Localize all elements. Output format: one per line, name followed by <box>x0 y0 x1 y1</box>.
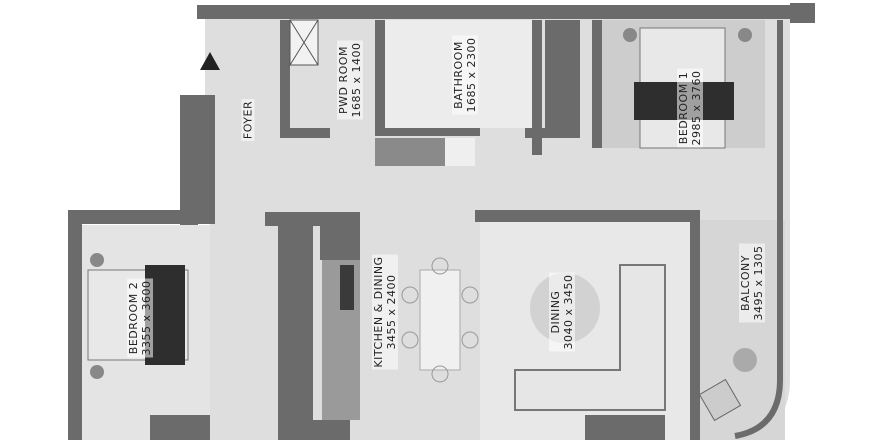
room-size: 1685 x 1400 <box>350 42 363 118</box>
room-size: 2985 x 3760 <box>690 70 703 146</box>
entrance-arrow-icon <box>200 52 220 70</box>
room-size: 3355 x 3600 <box>140 280 153 356</box>
room-label-foyer: FOYER <box>241 98 255 142</box>
room-size: 3040 x 3450 <box>562 274 575 350</box>
lamp-icon <box>90 365 104 379</box>
walls <box>68 3 815 440</box>
cooktop <box>340 265 354 310</box>
room-size: 3455 x 2400 <box>385 274 398 350</box>
balcony-table <box>733 348 757 372</box>
room-name: BEDROOM 1 <box>677 71 690 145</box>
room-name: PWD ROOM <box>337 46 350 114</box>
dining-table <box>419 269 461 371</box>
room-size: 3495 x 1305 <box>752 245 765 321</box>
room-size: 1685 x 2300 <box>465 37 478 113</box>
lamp-icon <box>623 28 637 42</box>
room-name: BEDROOM 2 <box>127 281 140 355</box>
room-name: DINING <box>549 290 562 334</box>
balcony-chair <box>698 378 742 422</box>
sofa <box>514 264 666 411</box>
room-name: KITCHEN & DINING <box>372 256 385 368</box>
lamp-icon <box>90 253 104 267</box>
dining-chairs <box>401 257 479 383</box>
vanity-counter <box>445 138 475 166</box>
shaft-icon <box>289 19 319 66</box>
room-name: BALCONY <box>739 255 752 311</box>
room-name: FOYER <box>241 100 255 140</box>
vanity <box>375 138 450 166</box>
room-name: BATHROOM <box>452 41 465 109</box>
exterior-curved-wall <box>734 20 783 439</box>
lamp-icon <box>738 28 752 42</box>
